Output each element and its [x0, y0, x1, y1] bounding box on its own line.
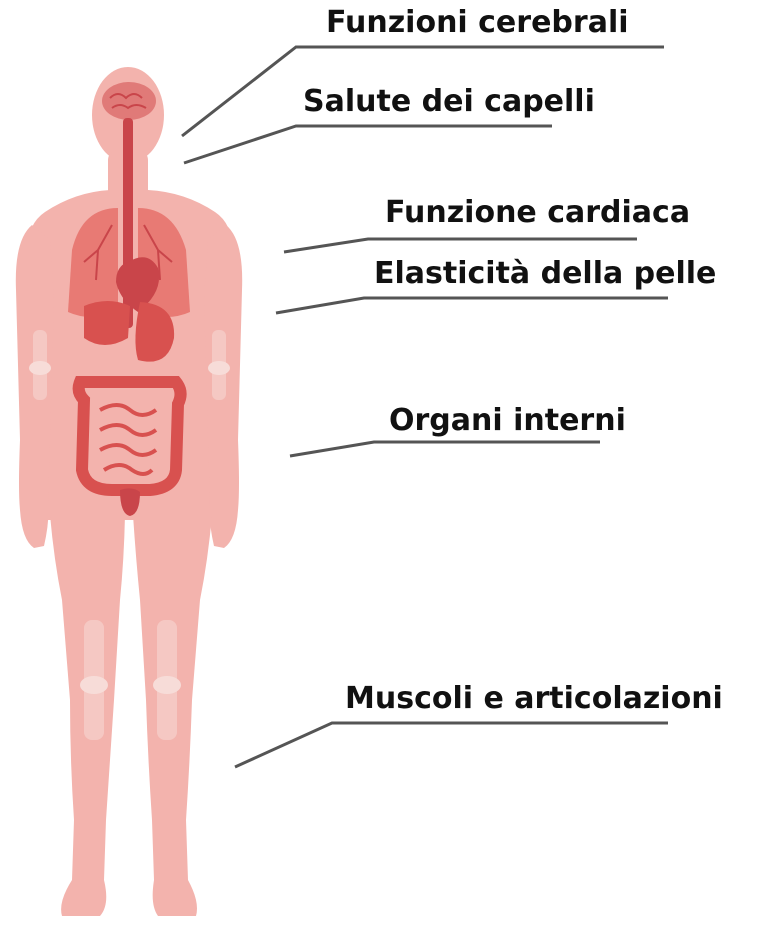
label-heart-function: Funzione cardiaca	[385, 195, 690, 231]
right-knee-joint-core	[153, 676, 181, 694]
leader-line-skin	[276, 298, 668, 313]
label-muscles-joints: Muscoli e articolazioni	[345, 681, 723, 717]
label-brain-function: Funzioni cerebrali	[326, 5, 629, 41]
leader-line-muscles	[235, 723, 668, 767]
leader-line-organs	[290, 442, 600, 456]
left-knee-joint-core	[80, 676, 108, 694]
liver	[84, 301, 130, 345]
brain	[102, 82, 156, 120]
label-hair-health: Salute dei capelli	[303, 84, 595, 120]
leader-line-heart	[284, 239, 637, 252]
organs	[68, 82, 190, 516]
label-internal-organs: Organi interni	[389, 403, 626, 439]
leader-line-hair	[184, 126, 552, 163]
label-skin-elasticity: Elasticità della pelle	[374, 256, 716, 292]
right-elbow-joint-core	[208, 361, 230, 375]
left-elbow-joint-core	[29, 361, 51, 375]
